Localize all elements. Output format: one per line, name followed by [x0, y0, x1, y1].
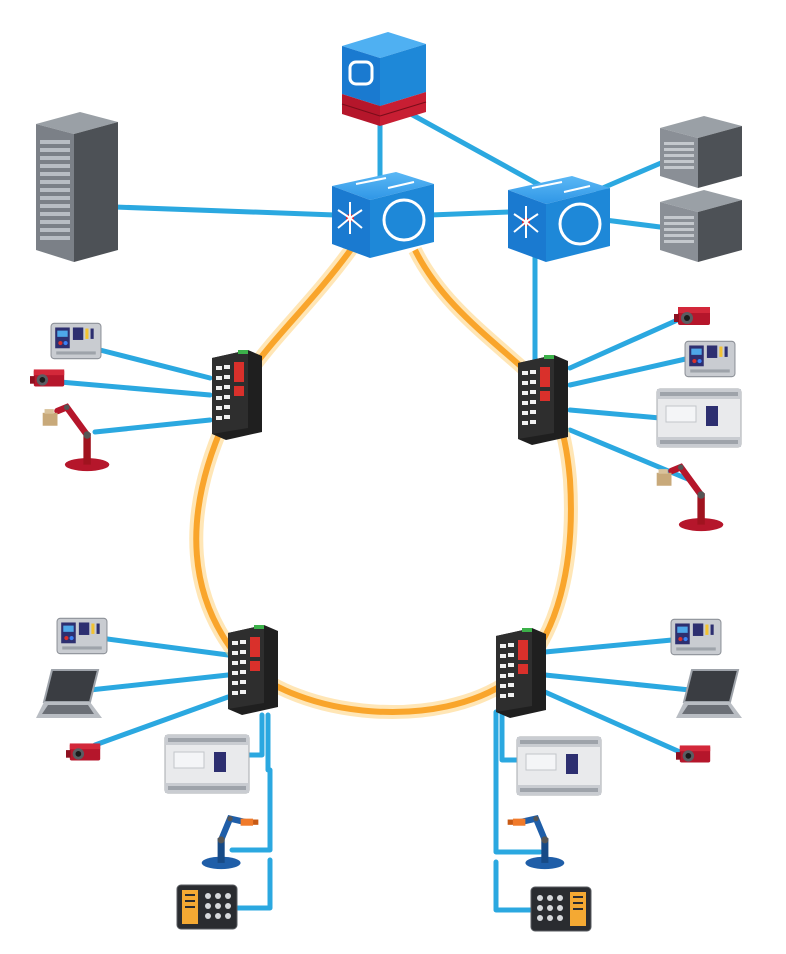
- cable-rack-core1: [112, 204, 338, 218]
- cable-core2-server1: [595, 157, 671, 193]
- cable-core2-server2: [602, 217, 671, 231]
- industrial-switch-icon: [518, 355, 568, 445]
- plc-icon: [164, 734, 250, 794]
- server-icon: [660, 116, 742, 188]
- keypad-icon: [530, 886, 592, 932]
- rack-server-icon: [36, 112, 118, 262]
- laptop-icon: [35, 669, 103, 719]
- robot-arm-icon: [508, 816, 565, 869]
- plc-icon: [656, 388, 742, 448]
- endpoint-cables: [57, 315, 693, 913]
- ip-camera-icon: [30, 369, 65, 387]
- industrial-switch-icon: [228, 625, 278, 715]
- robot-arm-icon: [202, 816, 259, 869]
- server-icon: [660, 190, 742, 262]
- industrial-switch-icon: [212, 350, 262, 440]
- ip-camera-icon: [676, 745, 711, 763]
- firewall-router-icon: [340, 32, 428, 126]
- plc-icon: [516, 736, 602, 796]
- hmi-panel-icon: [56, 617, 108, 655]
- keypad-icon: [176, 884, 238, 930]
- layer3-switch-icon: [330, 172, 436, 258]
- hmi-panel-icon: [50, 322, 102, 360]
- ip-camera-icon: [66, 743, 101, 761]
- hmi-panel-icon: [670, 618, 722, 656]
- robot-arm-icon: [43, 404, 110, 471]
- laptop-icon: [675, 669, 743, 719]
- hmi-panel-icon: [684, 340, 736, 378]
- backbone-cables: [112, 97, 671, 375]
- robot-arm-icon: [657, 464, 724, 531]
- ip-camera-icon: [674, 307, 710, 325]
- cable-core1-core2: [427, 209, 513, 218]
- layer3-switch-icon: [506, 176, 612, 262]
- cable-firewall-core2: [397, 105, 548, 191]
- industrial-switch-icon: [496, 628, 546, 718]
